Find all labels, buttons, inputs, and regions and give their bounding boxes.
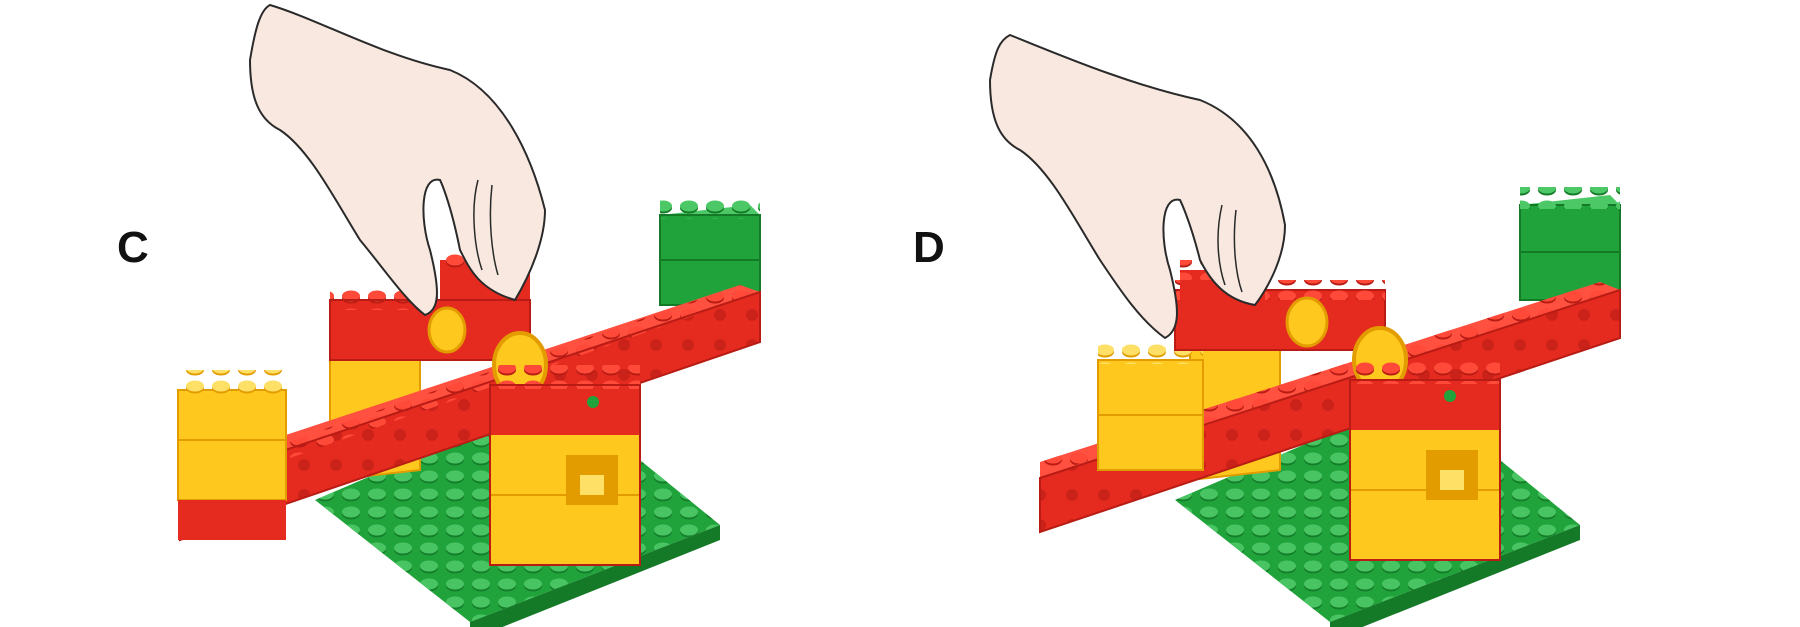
front-yellow-support (1349, 360, 1501, 561)
hand-pressing-lever (248, 3, 547, 317)
panel-c-model (177, 3, 761, 627)
yellow-brick-stack (177, 370, 287, 540)
front-yellow-support (489, 365, 641, 566)
axle-wheel (427, 306, 467, 354)
hand-pressing-lever (988, 33, 1287, 340)
panel-label-d: D (913, 223, 945, 272)
red-top-bricks (1174, 260, 1386, 351)
axle-wheel (1285, 296, 1329, 348)
green-brick-stack (1519, 187, 1621, 301)
yellow-brick-stack (1097, 340, 1204, 471)
panel-d-model (988, 33, 1621, 627)
panel-label-c: C (117, 223, 149, 272)
